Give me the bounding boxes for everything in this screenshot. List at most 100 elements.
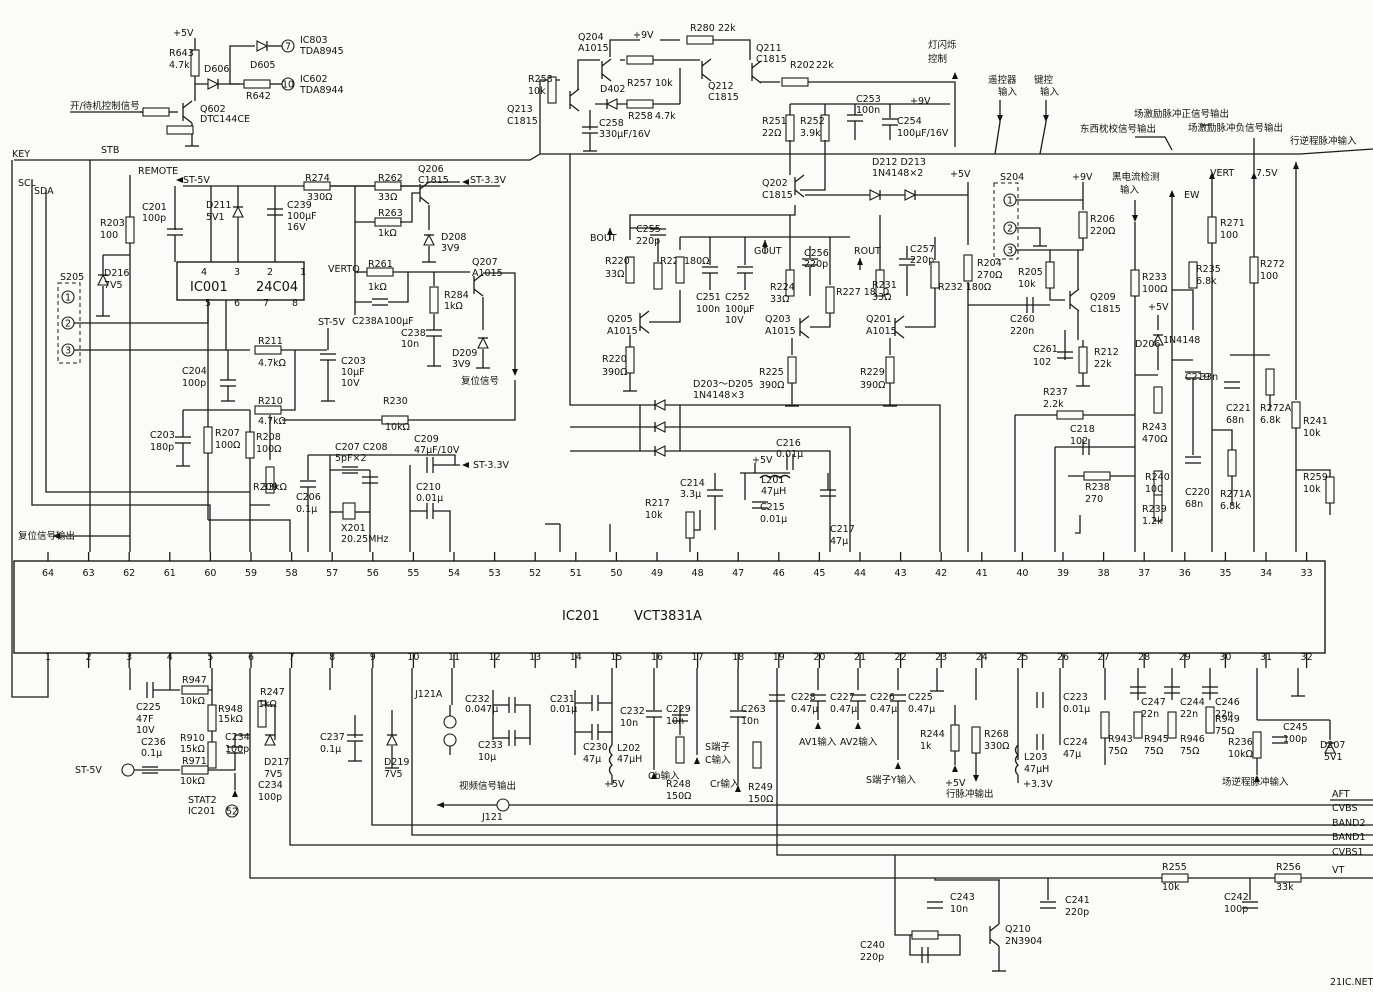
d219-ref: D219 (384, 757, 409, 768)
c230-ref: C230 (583, 742, 608, 753)
r212-ref: R212 (1094, 347, 1119, 358)
r239-resistor (1153, 494, 1163, 522)
right-bus-label: CVBS (1332, 803, 1358, 814)
c263-ref: C263 (741, 704, 766, 715)
arrow-up-icon (857, 258, 863, 265)
c238a-value: 100μF (384, 316, 414, 327)
q206-transistor-icon (419, 196, 430, 205)
c239-ref: C239 (287, 200, 312, 211)
r263-value: 1kΩ (378, 228, 397, 239)
j121a-label: J121A (414, 689, 443, 700)
l203-ref: L203 (1024, 752, 1047, 763)
r947-resistor (181, 685, 209, 695)
r220a-resistor (625, 256, 635, 284)
c217-value: 47μ (830, 536, 848, 547)
r945-resistor (1133, 711, 1143, 739)
c253-value: 100n (856, 105, 880, 116)
r220b-value: 390Ω (602, 367, 627, 378)
black-current-label: 黑电流检测 (1112, 171, 1160, 183)
r259-value: 10k (1303, 484, 1321, 495)
wire (308, 454, 456, 465)
ic001-pin-number: 3 (234, 267, 240, 278)
ic201-body (13, 560, 1326, 654)
r946-ref: R946 (1180, 734, 1205, 745)
q206-part: C1815 (418, 175, 449, 186)
terminal-icon (281, 77, 295, 91)
r204-ref: R204 (977, 258, 1002, 269)
c227-ref: C227 (830, 692, 855, 703)
r243-ref: R243 (1142, 422, 1167, 433)
d219-diode-icon (386, 733, 398, 746)
r231-value: 33Ω (872, 292, 891, 303)
c217-ref: C217 (830, 524, 855, 535)
r253-value: 10k (528, 86, 546, 97)
x201-crystal (342, 502, 356, 520)
wire (483, 272, 516, 370)
c207-value: 5pF×2 (335, 453, 367, 464)
c255-ref: C255 (636, 224, 661, 235)
r943-ref: R943 (1108, 734, 1133, 745)
c236-ref: C236 (141, 737, 166, 748)
ic201-top-pin-number: 38 (1098, 568, 1110, 579)
q602-part: DTC144CE (200, 114, 250, 125)
r233-value: 100Ω (1142, 284, 1167, 295)
ic201-top-pin-number: 41 (976, 568, 988, 579)
l201-ref: L201 (761, 475, 784, 486)
r643-value: 4.7k (169, 60, 190, 71)
r212-value: 22k (1094, 359, 1112, 370)
r947-ref: R947 (182, 675, 207, 686)
r271-value: 100 (1220, 230, 1238, 241)
ic201-top-pin-number: 37 (1138, 568, 1150, 579)
terminal-number: 52 (226, 807, 238, 818)
ic201-part: VCT3831A (634, 609, 702, 624)
r257-ref: R257 (627, 78, 652, 89)
r249-value: 150Ω (748, 794, 773, 805)
d203-label: D203～D205 (693, 379, 753, 390)
r238-ref: R238 (1085, 482, 1110, 493)
ic201-top-pin-number: 60 (204, 568, 216, 579)
ic201-top-pin-number: 45 (813, 568, 825, 579)
r224-ref: R224 (770, 282, 795, 293)
q209-ref: Q209 (1090, 292, 1116, 303)
r263-resistor (374, 217, 402, 227)
l202-value: 47μH (617, 754, 642, 765)
ic201-top-pin-number: 61 (164, 568, 176, 579)
r209-value: 33kΩ (262, 482, 287, 493)
c258-value: 330μF/16V (599, 129, 651, 140)
c232b-ref: C232 (620, 706, 645, 717)
r211-resistor (254, 345, 282, 355)
reset-output-label: 复位信号输出 (18, 530, 75, 542)
c254-value: 100μF/16V (897, 128, 949, 139)
r256-ref: R256 (1276, 862, 1301, 873)
c206-value: 0.1μ (296, 504, 317, 515)
c252-volt: 10V (725, 315, 744, 326)
r244-ref: R244 (920, 729, 945, 740)
wire (281, 350, 296, 411)
r949-ref: R949 (1215, 714, 1240, 725)
sy-input-label: S端子Y输入 (866, 774, 916, 786)
c236-value: 0.1μ (141, 748, 162, 759)
v33-label: +3.3V (1023, 779, 1053, 790)
wire (229, 45, 255, 84)
c204-value: 100p (182, 378, 206, 389)
r207-ref: R207 (215, 428, 240, 439)
ic201-top-pin-number: 47 (732, 568, 744, 579)
r258-value: 4.7k (655, 111, 676, 122)
q201-transistor-icon (894, 330, 905, 339)
v5-label-3: +5V (1148, 302, 1169, 313)
ic602-part: TDA8944 (299, 85, 344, 96)
d203-value: 1N4148×3 (693, 390, 744, 401)
ic201-top-pin-number: 34 (1260, 568, 1272, 579)
s204-ref: S204 (1000, 172, 1024, 183)
r224-resistor (785, 269, 795, 297)
d216-diode-icon (97, 273, 109, 286)
arrow-down-icon (973, 775, 979, 782)
r236-value: 10kΩ (1228, 749, 1253, 760)
c251-ref: C251 (696, 292, 721, 303)
r274-value: 330Ω (307, 192, 332, 203)
r202-value: 22k (816, 60, 834, 71)
remote-input-label-2: 输入 (998, 86, 1018, 98)
r272a-resistor (1265, 368, 1275, 396)
r255-value: 10k (1162, 882, 1180, 893)
